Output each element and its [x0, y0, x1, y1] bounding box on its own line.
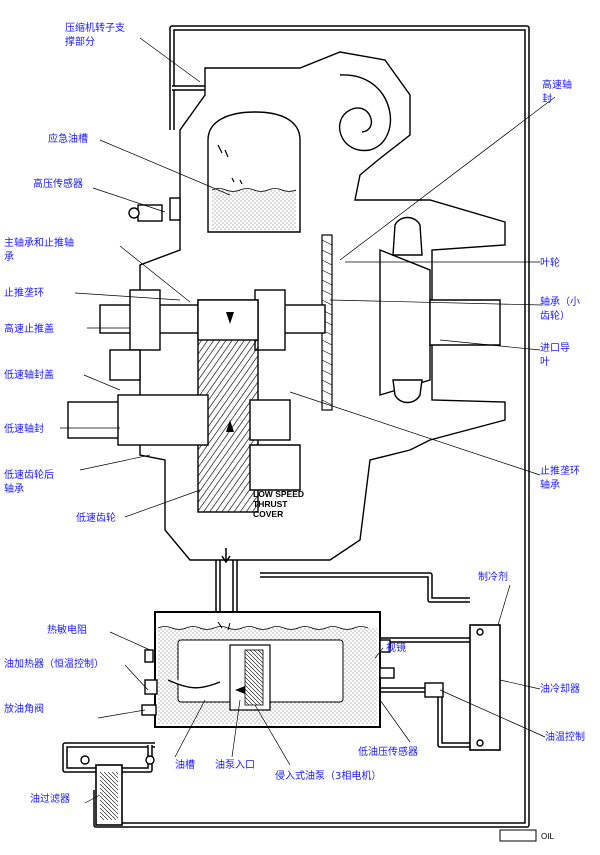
label-temp-control: 油温控制 — [545, 730, 585, 743]
label-emergency-tank: 应急油槽 — [48, 132, 88, 145]
label-ls-gear-bearing-l1: 低速齿轮后 — [4, 468, 54, 481]
label-thrust-ring-bearing-l1: 止推垄环 — [540, 464, 580, 477]
label-impeller: 叶轮 — [540, 256, 560, 269]
label-rotor-support-l2: 撑部分 — [65, 35, 95, 48]
label-lp-sensor: 低油压传感器 — [358, 745, 418, 758]
label-oil-heater: 油加热器（恒温控制） — [4, 657, 104, 670]
gear-train — [67, 197, 326, 513]
label-rotor-support-l1: 压缩机转子支 — [65, 21, 125, 34]
label-thrust-ring-bearing-l2: 轴承 — [540, 478, 560, 491]
label-submerged-pump: 侵入式油泵（3相电机） — [275, 769, 381, 782]
label-drain-valve: 放油角阀 — [4, 702, 44, 715]
label-ls-seal-cover: 低速轴封盖 — [4, 368, 54, 381]
label-pump-inlet: 油泵入口 — [215, 758, 255, 771]
leader-lines — [60, 37, 556, 804]
label-hp-sensor: 高压传感器 — [33, 177, 83, 190]
legend-oil-label: OIL — [541, 832, 554, 841]
oil-sump — [141, 548, 395, 728]
label-sight-glass: 视镜 — [386, 641, 406, 654]
label-main-bearing-l1: 主轴承和止推轴 — [4, 236, 74, 249]
label-refrigerant: 制冷剂 — [478, 570, 508, 583]
label-hs-shaft-seal-l2: 封 — [542, 92, 552, 105]
label-main-bearing-l2: 承 — [4, 251, 14, 263]
labels: 压缩机转子支 撑部分 高速轴 封 应急油槽 高压传感器 主轴承和止推轴 承 叶轮… — [4, 21, 585, 805]
label-pinion-bearing-l2: 齿轮） — [540, 309, 570, 322]
label-hs-shaft-seal-l1: 高速轴 — [542, 78, 572, 91]
oil-cooler-unit — [424, 624, 501, 751]
impeller-assembly — [321, 216, 501, 411]
label-thrust-cover-en-l3: COVER — [253, 509, 283, 519]
oil-filter-unit — [80, 755, 155, 826]
legend-oil-swatch — [499, 829, 537, 842]
label-thermistor: 热敏电阻 — [47, 623, 87, 636]
label-inlet-guide-l2: 叶 — [540, 356, 550, 368]
legend: OIL — [499, 829, 554, 842]
label-pinion-bearing-l1: 轴承（小 — [540, 295, 580, 308]
label-oil-tank: 油槽 — [175, 758, 195, 771]
label-thrust-cover-en-l2: THRUST — [253, 499, 288, 509]
label-oil-cooler: 油冷却器 — [540, 682, 580, 695]
label-ls-seal: 低速轴封 — [4, 422, 44, 435]
label-thrust-cover-en-l1: LOW SPEED — [253, 489, 304, 499]
label-ls-gear: 低速齿轮 — [76, 511, 116, 524]
label-ls-gear-bearing-l2: 轴承 — [4, 482, 24, 495]
label-hs-thrust-cover: 高速止推盖 — [4, 322, 54, 335]
label-inlet-guide-l1: 进口导 — [540, 342, 570, 354]
label-thrust-ring: 止推垄环 — [4, 286, 44, 299]
label-oil-filter: 油过滤器 — [30, 792, 70, 805]
